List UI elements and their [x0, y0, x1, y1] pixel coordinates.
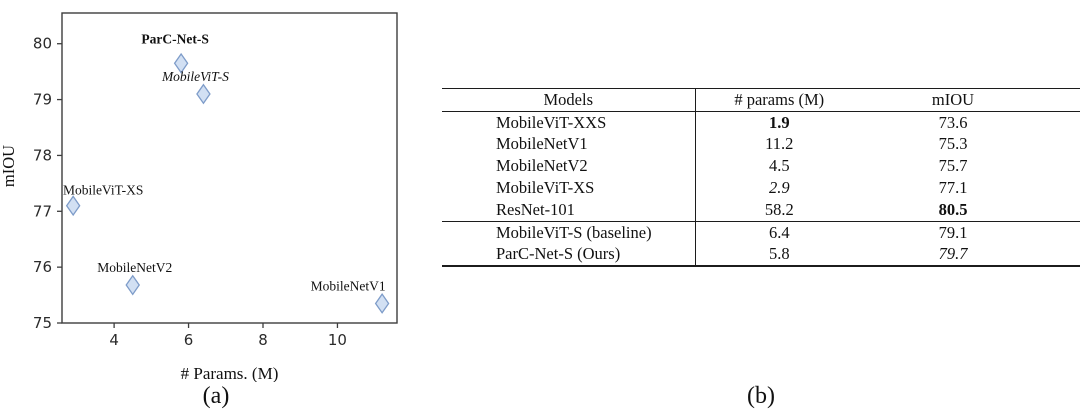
data-point-label: MobileViT-S: [161, 69, 229, 84]
filler-cell: [1043, 155, 1080, 177]
params-value-cell: 11.2: [765, 134, 794, 154]
miou-value-cell: 79.7: [863, 243, 1043, 268]
x-tick-label: 4: [109, 331, 119, 349]
x-tick-label: 6: [184, 331, 194, 349]
y-tick-label: 78: [33, 146, 52, 164]
params-value-cell: 6.4: [768, 222, 790, 242]
y-tick-label: 75: [33, 314, 52, 332]
miou-value-cell: 73.6: [938, 112, 968, 132]
model-name-cell: MobileNetV1: [442, 133, 696, 156]
data-point-marker: [125, 274, 141, 296]
column-header-miou: mIOU: [863, 88, 1043, 112]
table-row: MobileViT-XXS 1.9 73.6: [442, 111, 1080, 134]
data-point-marker: [65, 195, 81, 217]
model-name-cell: MobileViT-S (baseline): [442, 221, 696, 244]
model-name-cell: ParC-Net-S (Ours): [442, 243, 696, 268]
x-axis-label: # Params. (M): [181, 364, 279, 382]
y-tick-label: 79: [33, 91, 52, 109]
miou-value-cell: 80.5: [863, 198, 1043, 222]
table-header-row: Models # params (M) mIOU: [442, 88, 1080, 112]
plot-border: [61, 12, 398, 324]
scatter-chart-panel: 4 6 8 10 75 76 77 78 79 80 # Params. (M) mIOU ParC-N…: [0, 0, 432, 419]
data-point-marker: [196, 83, 211, 105]
model-name-cell: ResNet-101: [442, 198, 696, 222]
results-table: Models # params (M) mIOU MobileViT-XXS 1.…: [442, 88, 1080, 268]
results-table-panel: Models # params (M) mIOU MobileViT-XXS 1.…: [442, 88, 1080, 268]
data-point-label: MobileViT-XS: [63, 183, 143, 198]
data-point-marker: [374, 293, 390, 314]
params-value-cell: 58.2: [695, 198, 863, 222]
table-row: MobileNetV1 11.2 75.3: [442, 133, 1080, 156]
filler-cell: [1043, 177, 1080, 199]
model-name-cell: MobileViT-XXS: [442, 111, 696, 134]
x-tick-label: 10: [328, 331, 347, 349]
model-name-cell: MobileViT-XS: [442, 177, 696, 199]
params-value-cell: 4.5: [768, 156, 790, 176]
miou-value-cell: 77.1: [938, 178, 968, 198]
filler-cell: [1043, 198, 1080, 222]
filler-cell: [1043, 221, 1080, 243]
data-point-marker: [173, 52, 189, 74]
filler-cell: [1043, 111, 1080, 133]
model-name-cell: MobileNetV2: [442, 155, 696, 178]
filler-cell: [1043, 243, 1080, 268]
y-tick-label: 77: [33, 202, 52, 220]
params-value-cell: 5.8: [695, 243, 863, 268]
y-tick-label: 76: [33, 258, 52, 276]
table-row: MobileNetV2 4.5 75.7: [442, 155, 1080, 178]
miou-value-cell: 75.7: [938, 156, 968, 176]
subfigure-caption-b: (b): [747, 383, 775, 409]
data-point-label: MobileNetV2: [97, 260, 172, 275]
scatter-plot: 4 6 8 10 75 76 77 78 79 80 # Params. (M) mIOU ParC-N…: [0, 12, 398, 382]
column-header-models: Models: [442, 88, 696, 112]
column-header-params: # params (M): [695, 88, 863, 112]
params-value-cell: 2.9: [768, 178, 790, 198]
params-value-cell: 1.9: [768, 112, 790, 132]
y-axis-label: mIOU: [0, 145, 18, 187]
x-tick-label: 8: [258, 331, 268, 349]
data-point-label: MobileNetV1: [311, 278, 386, 293]
filler-cell: [1043, 134, 1080, 156]
miou-value-cell: 75.3: [938, 134, 968, 154]
data-point-label: ParC-Net-S: [141, 31, 208, 46]
table-row: MobileViT-XS 2.9 77.1: [442, 177, 1080, 199]
y-tick-label: 80: [33, 35, 52, 53]
miou-value-cell: 79.1: [938, 222, 968, 242]
subfigure-caption-a: (a): [202, 383, 230, 409]
table-row: MobileViT-S (baseline) 6.4 79.1: [442, 221, 1080, 244]
column-header-filler: [1043, 88, 1080, 112]
